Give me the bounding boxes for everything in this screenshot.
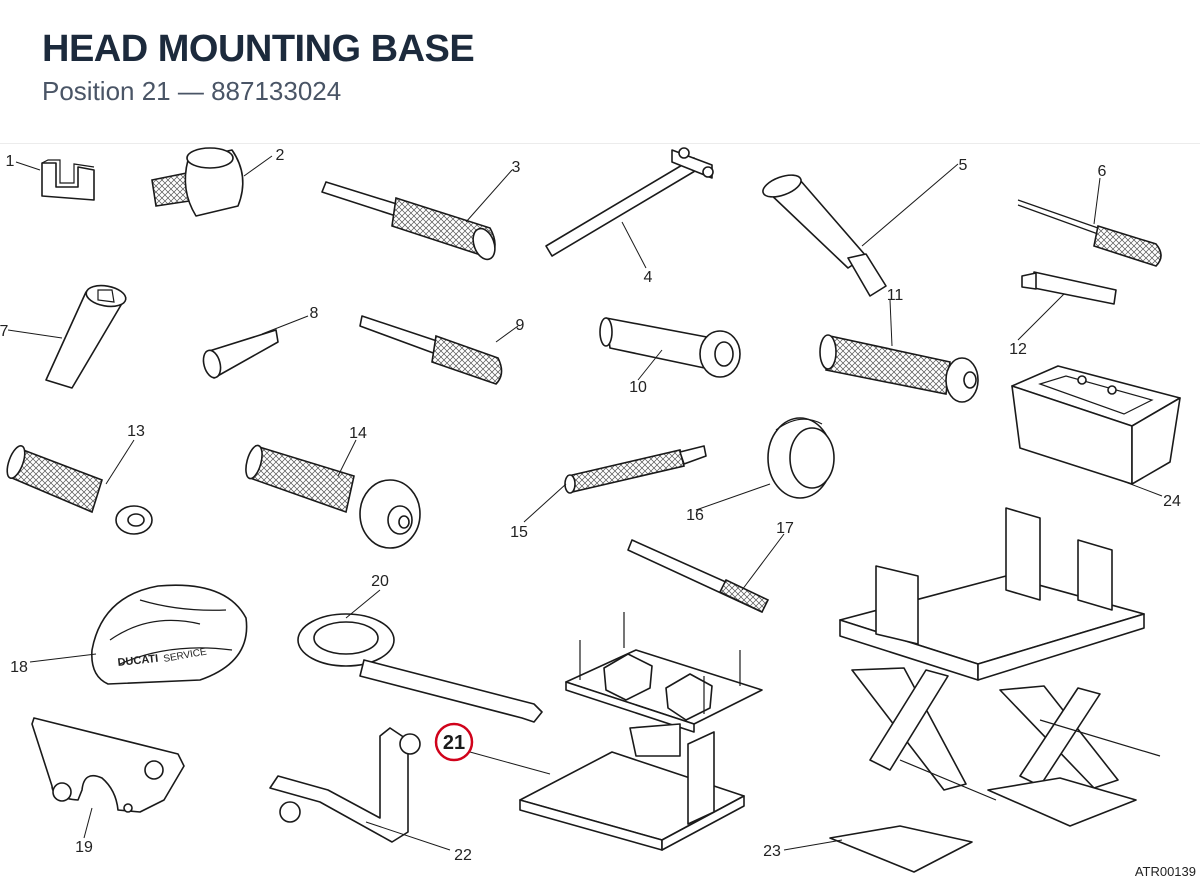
callout-15: 15 [510, 524, 528, 541]
callout-10: 10 [629, 379, 647, 396]
tool-16-ring [767, 417, 835, 499]
tool-7-tube [45, 284, 127, 389]
tool-20-spanner [297, 613, 543, 723]
reference-code: ATR00139 [1135, 864, 1196, 879]
highlight-callout-21: 21 [434, 722, 474, 762]
tool-22-crank [269, 727, 421, 843]
tool-24-tray [1011, 365, 1181, 485]
cover-brand-text: DUCATI [117, 653, 159, 669]
callout-2: 2 [276, 147, 285, 164]
tool-13-handle [6, 445, 153, 535]
leader-lines [7, 155, 1163, 851]
callout-14: 14 [349, 425, 367, 442]
tool-12-pin [1021, 271, 1117, 305]
callout-20: 20 [371, 573, 389, 590]
highlight-circle [434, 722, 474, 762]
callout-4: 4 [644, 269, 653, 286]
tool-17-rod [627, 539, 770, 614]
page-title: HEAD MOUNTING BASE [42, 28, 475, 70]
callout-22: 22 [454, 847, 472, 864]
tool-15-pin [564, 445, 707, 494]
tool-5-sleeve [762, 174, 887, 297]
tool-11-handle [819, 334, 979, 403]
callout-19: 19 [75, 839, 93, 856]
tool-2-knob [151, 147, 244, 217]
highlight-number: 21 [443, 732, 465, 754]
tool-4-bar [545, 147, 714, 257]
callout-9: 9 [516, 317, 525, 334]
callout-17: 17 [776, 520, 794, 537]
callout-13: 13 [127, 423, 145, 440]
callout-23: 23 [763, 843, 781, 860]
tool-6-pin [1017, 199, 1162, 267]
page-subtitle: Position 21 — 887133024 [42, 76, 342, 106]
callout-12: 12 [1009, 341, 1027, 358]
tool-21-head-mounting-base [519, 612, 763, 851]
callout-6: 6 [1098, 163, 1107, 180]
tool-8-cone [202, 329, 279, 379]
callout-18: 18 [10, 659, 28, 676]
callout-3: 3 [512, 159, 521, 176]
tool-14-handle [245, 444, 421, 549]
callout-7: 7 [0, 323, 9, 340]
tool-1-u-plate [41, 159, 95, 201]
tool-10-bushing [599, 317, 741, 378]
callout-11: 11 [887, 287, 904, 304]
callout-1: 1 [6, 153, 15, 170]
callout-16: 16 [686, 507, 704, 524]
callout-8: 8 [310, 305, 319, 322]
tool-23-stand [829, 507, 1161, 873]
tool-18-cover: DUCATI SERVICE [91, 584, 248, 685]
tool-9-punch [359, 315, 503, 385]
header-divider [0, 143, 1200, 144]
tool-19-plate [31, 717, 185, 813]
tool-3-punch [321, 181, 496, 261]
callout-5: 5 [959, 157, 968, 174]
callout-24: 24 [1163, 493, 1181, 510]
